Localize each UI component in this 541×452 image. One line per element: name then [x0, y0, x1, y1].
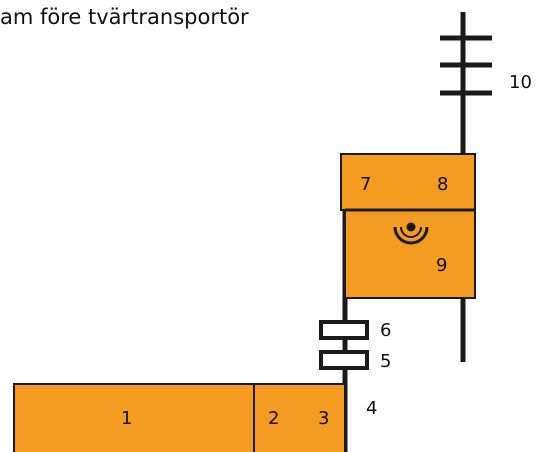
diagram-title: am före tvärtransportör — [0, 5, 249, 29]
photocell-sensor-icon — [393, 222, 429, 245]
label-9: 9 — [436, 255, 447, 276]
label-4: 4 — [366, 398, 377, 419]
conveyor-box-1 — [13, 383, 255, 452]
label-2: 2 — [268, 408, 279, 429]
label-3: 3 — [318, 408, 329, 429]
label-8: 8 — [437, 174, 448, 195]
label-1: 1 — [121, 408, 132, 429]
station-box-7-8 — [340, 153, 476, 211]
label-7: 7 — [360, 174, 371, 195]
stopper-5 — [319, 350, 369, 370]
conveyor-box-2-3 — [253, 383, 346, 452]
label-6: 6 — [380, 320, 391, 341]
stopper-6 — [319, 320, 369, 340]
label-10: 10 — [509, 72, 532, 93]
label-5: 5 — [380, 351, 391, 372]
